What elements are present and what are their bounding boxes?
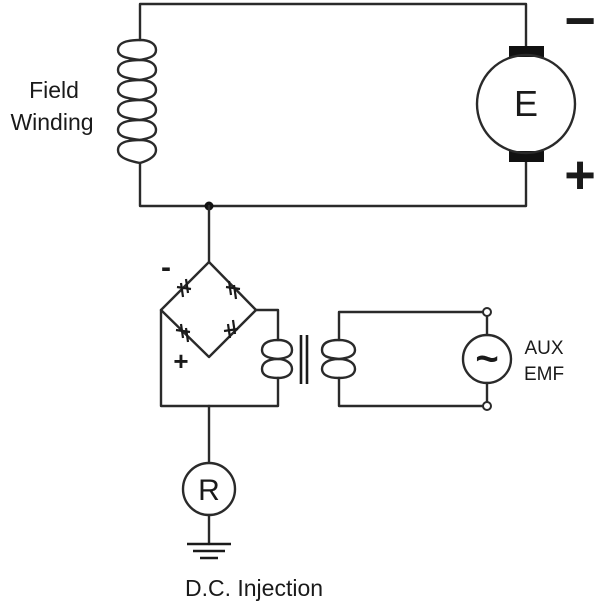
- generator-positive-sign: +: [564, 145, 596, 205]
- ac-source-symbol: [461, 333, 513, 385]
- aux-emf-label-2: EMF: [524, 364, 564, 385]
- bridge-positive-sign: +: [173, 346, 188, 376]
- secondary-loop: [337, 307, 492, 411]
- field-winding-label-2: Winding: [10, 109, 93, 135]
- generator-symbol: [475, 46, 577, 162]
- dc-injection-label: D.C. Injection: [185, 575, 323, 601]
- field-winding-label-1: Field: [29, 77, 79, 103]
- resistor-symbol: [181, 461, 237, 546]
- bridge-wires: [159, 308, 280, 464]
- bridge-negative-sign: -: [161, 251, 171, 284]
- generator-negative-sign: −: [564, 0, 596, 51]
- aux-emf-label-1: AUX: [524, 338, 563, 359]
- ground-icon: [187, 542, 231, 560]
- transformer: [260, 335, 357, 384]
- resistor-label: R: [198, 474, 220, 507]
- ac-source-tilde: ~: [475, 337, 498, 381]
- generator-label: E: [514, 83, 538, 124]
- main-loop-wires: [138, 2, 528, 208]
- field-winding-coil: [116, 38, 158, 165]
- bridge-rectifier: [159, 260, 258, 359]
